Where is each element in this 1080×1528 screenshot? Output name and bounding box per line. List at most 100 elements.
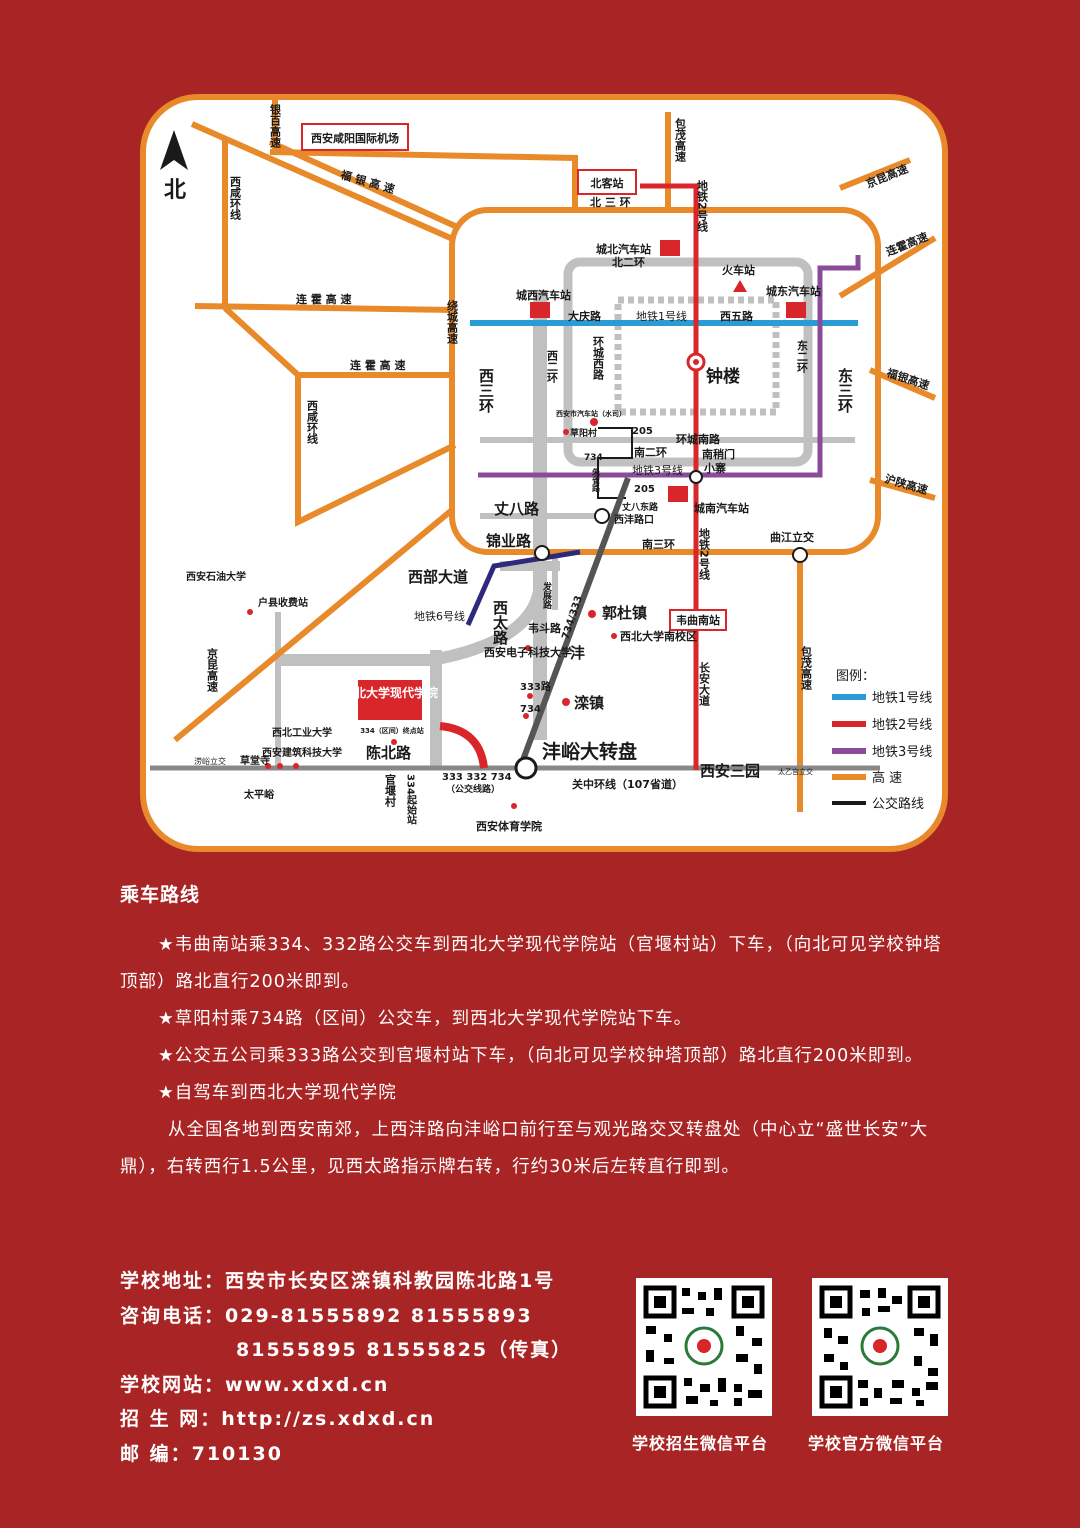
road-xibu: 西部大道 bbox=[408, 568, 468, 586]
contact-postcode: 邮 编：710130 bbox=[120, 1442, 283, 1465]
road-nanerhuan: 南二环 bbox=[634, 445, 667, 459]
road-xitai: 西太路 bbox=[491, 600, 509, 645]
place-caotang: 草堂寺 bbox=[240, 754, 270, 767]
legend-bus: 公交路线 bbox=[872, 796, 924, 812]
contact-phone: 咨询电话：029-81555892 81555893 bbox=[120, 1304, 533, 1327]
metro3-label: 地铁3号线 bbox=[632, 463, 683, 477]
place-xgy: 西北工业大学 bbox=[272, 726, 332, 739]
road-weidou: 韦斗路 bbox=[528, 621, 562, 635]
contact-address: 学校地址：西安市长安区滦镇科教园陈北路1号 bbox=[120, 1270, 556, 1292]
contact-website[interactable]: 学校网站：www.xdxd.cn bbox=[120, 1373, 390, 1396]
airport-label: 西安咸阳国际机场 bbox=[311, 131, 399, 145]
bus-205b: 205 bbox=[634, 484, 655, 495]
place-qujiang: 曲江立交 bbox=[770, 530, 814, 544]
road-xixian2: 西咸环线 bbox=[306, 400, 319, 445]
road-xifeng: 沣 bbox=[570, 644, 585, 662]
qr-caption-admissions: 学校招生微信平台 bbox=[632, 1434, 769, 1453]
road-raocheng: 绕城高速 bbox=[446, 299, 459, 345]
place-zhuque: 朱雀路 bbox=[591, 467, 601, 493]
place-shiyou: 西安石油大学 bbox=[186, 570, 246, 583]
road-zhangba: 丈八路 bbox=[494, 500, 540, 518]
place-chengnan: 城南汽车站 bbox=[694, 501, 749, 515]
metro1-label: 地铁1号线 bbox=[636, 309, 687, 323]
place-xdnan: 西北大学南校区 bbox=[620, 629, 697, 643]
road-lianhuo2: 连 霍 高 速 bbox=[350, 358, 406, 372]
contact-phone-2: 81555895 81555825（传真） bbox=[236, 1339, 573, 1361]
place-fengyu: 沣峪大转盘 bbox=[542, 740, 637, 763]
road-dongsanhuan: 东三环 bbox=[836, 367, 854, 414]
place-caoyang: 草阳村 bbox=[570, 427, 597, 439]
place-xasanyuan: 西安三园 bbox=[700, 762, 760, 780]
road-huancheng-nan: 环城南路 bbox=[676, 432, 721, 446]
legend-metro2: 地铁2号线 bbox=[872, 718, 932, 733]
bus-734-label: 734 bbox=[520, 704, 541, 715]
metro6-label: 地铁6号线 bbox=[414, 609, 465, 623]
road-jingkun-w: 京昆高速 bbox=[206, 647, 219, 693]
qr-code-official[interactable] bbox=[812, 1278, 948, 1416]
road-hushan: 沪陕高速 bbox=[883, 471, 929, 497]
place-huoche: 火车站 bbox=[722, 263, 755, 277]
place-guanyan: 官堰村 bbox=[384, 773, 397, 808]
stop-name-label: 334（区间）终点站 bbox=[360, 726, 424, 735]
road-jinye: 锦业路 bbox=[486, 532, 532, 550]
routes-section: 乘车路线 ★韦曲南站乘334、332路公交车到西北大学现代学院站（官堰村站）下车… bbox=[120, 880, 960, 1186]
road-beisanhuan: 北 三 环 bbox=[590, 195, 631, 209]
place-nanshaomen: 南稍门 bbox=[702, 447, 735, 461]
place-xifengkou: 西沣路口 bbox=[614, 513, 654, 526]
road-beierhuan: 北二环 bbox=[612, 255, 645, 269]
place-zhangbadong: 丈八东路 bbox=[622, 501, 659, 513]
legend-metro1: 地铁1号线 bbox=[872, 691, 932, 706]
north-label: 北 bbox=[164, 178, 186, 203]
road-fazhan: 发展路 bbox=[541, 581, 553, 610]
place-chengxi: 城西汽车站 bbox=[516, 288, 571, 302]
bus-734-333-label: 734/333 bbox=[560, 594, 585, 641]
road-chenbei: 陈北路 bbox=[366, 744, 412, 762]
place-xianshi: 西安市汽车站（水司） bbox=[556, 409, 626, 418]
route-3: ★公交五公司乘333路公交到官堰村站下车，（向北可见学校钟塔顶部）路北直行200… bbox=[158, 1046, 924, 1066]
place-jianzhu: 西安建筑科技大学 bbox=[262, 746, 342, 759]
place-qishi: 334起始站 bbox=[405, 774, 418, 826]
place-dianzi: 西安电子科技大学 bbox=[484, 645, 572, 659]
place-luanzhen: 滦镇 bbox=[574, 694, 604, 712]
bus-734-box: 734 bbox=[584, 453, 603, 463]
bus-333-label: 333路 bbox=[520, 680, 552, 693]
road-yinbai: 银百高速 bbox=[269, 103, 282, 149]
place-xiaozhai: 小寨 bbox=[703, 461, 726, 475]
place-taiping: 太平峪 bbox=[243, 788, 275, 801]
north-arrow-icon bbox=[160, 130, 188, 170]
legend-metro3: 地铁3号线 bbox=[872, 745, 932, 760]
road-huancheng-xi: 环城西路 bbox=[592, 336, 605, 381]
metro2n-label: 地铁2号线 bbox=[696, 179, 709, 233]
road-lianhuo1: 连 霍 高 速 bbox=[296, 292, 352, 306]
road-baomao: 包茂高速 bbox=[674, 117, 688, 163]
road-xierhuan: 西二环 bbox=[546, 350, 559, 384]
bus-205a: 205 bbox=[632, 426, 653, 437]
legend-title: 图例： bbox=[836, 669, 875, 684]
contact-zs-link[interactable]: 招 生 网：http://zs.xdxd.cn bbox=[120, 1408, 436, 1430]
place-tiyu: 西安体育学院 bbox=[476, 819, 542, 833]
road-changan: 长安大道 bbox=[698, 661, 711, 707]
routes-title: 乘车路线 bbox=[120, 884, 201, 906]
road-jingkun-ne: 京昆高速 bbox=[864, 161, 910, 190]
road-dongerhuan: 东二环 bbox=[796, 339, 809, 374]
road-guanzhong: 关中环线（107省道） bbox=[572, 777, 683, 791]
qr-code-admissions[interactable] bbox=[636, 1278, 772, 1416]
weiqunan-label: 韦曲南站 bbox=[676, 613, 720, 627]
place-zhonglou: 钟楼 bbox=[706, 366, 740, 387]
route-1: ★韦曲南站乘334、332路公交车到西北大学现代学院站（官堰村站）下车，（向北可… bbox=[120, 935, 942, 992]
contact-section: 学校地址：西安市长安区滦镇科教园陈北路1号 咨询电话：029-81555892 … bbox=[120, 1264, 640, 1471]
school-label: 西北大学现代学院 bbox=[342, 685, 438, 700]
place-guodu: 郭杜镇 bbox=[602, 604, 647, 622]
route-4: ★自驾车到西北大学现代学院 bbox=[158, 1083, 397, 1103]
route-2: ★草阳村乘734路（区间）公交车，到西北大学现代学院站下车。 bbox=[158, 1009, 693, 1029]
road-nansanhuan: 南三环 bbox=[642, 537, 675, 551]
beike-label: 北客站 bbox=[591, 176, 624, 190]
place-chengbei: 城北汽车站 bbox=[596, 242, 651, 256]
road-xiwu: 西五路 bbox=[720, 309, 754, 323]
legend-highway: 高 速 bbox=[872, 770, 902, 786]
place-huxian: 户县收费站 bbox=[257, 596, 308, 609]
place-buses: 333 332 734 bbox=[442, 772, 512, 783]
route-5: 从全国各地到西安南郊，上西沣路向沣峪口前行至与观光路交叉转盘处（中心立“盛世长安… bbox=[120, 1120, 929, 1177]
road-daqing: 大庆路 bbox=[568, 309, 602, 323]
metro2s-label: 地铁2号线 bbox=[698, 527, 711, 581]
